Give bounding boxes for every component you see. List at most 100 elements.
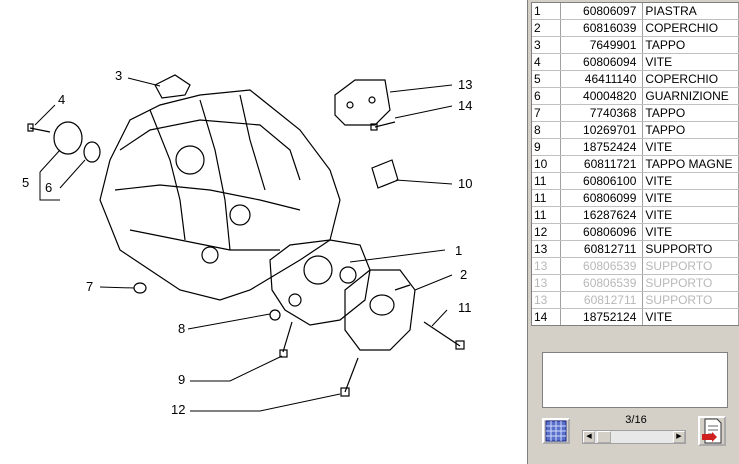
part-desc: VITE [642,223,739,241]
notes-box[interactable] [542,352,728,408]
page-slider[interactable]: ◀ ▶ [582,430,686,444]
part-desc: VITE [642,206,739,224]
callout-14: 14 [458,98,472,113]
part-desc: VITE [642,138,739,156]
part-code: 7740368 [560,104,644,122]
page-counter: 3/16 [625,414,647,426]
part-desc: VITE [642,308,739,325]
part-desc: TAPPO [642,121,739,139]
callout-10: 10 [458,176,472,191]
part-code: 60806539 [560,257,644,275]
bracket-outline [334,79,391,126]
part-desc: TAPPO [642,36,739,54]
part-desc: SUPPORTO [642,291,739,309]
callout-9: 9 [178,372,185,387]
part-code: 60811721 [560,155,644,173]
part-code: 60806100 [560,172,644,190]
part-ref: 1 [532,3,561,20]
part-ref: 11 [532,206,561,224]
part-code: 60816039 [560,19,644,37]
part-desc: TAPPO [642,104,739,122]
part-ref: 11 [532,172,561,190]
part-code: 60806094 [560,53,644,71]
part-desc: PIASTRA [642,3,739,20]
part-desc: TAPPO MAGNE [642,155,739,173]
plate-outline [269,239,371,326]
part-ref: 9 [532,138,561,156]
part-ref: 8 [532,121,561,139]
part-code: 60806096 [560,223,644,241]
gearbox-drawing: 1 2 3 4 5 6 7 8 9 10 11 12 13 14 [22,68,472,417]
part-ref: 13 [532,240,561,258]
part-ref: 7 [532,104,561,122]
callout-2: 2 [460,267,467,282]
part-desc: SUPPORTO [642,240,739,258]
callout-3: 3 [115,68,122,83]
part-ref: 10 [532,155,561,173]
part-code: 40004820 [560,87,644,105]
callout-8: 8 [178,321,185,336]
slider-left-arrow[interactable]: ◀ [583,431,595,443]
part-desc: VITE [642,172,739,190]
part-ref: 13 [532,291,561,309]
part-ref: 5 [532,70,561,88]
callout-13: 13 [458,77,472,92]
callout-11: 11 [458,300,472,315]
callout-5: 5 [22,175,29,190]
part-code: 60812711 [560,240,644,258]
part-code: 10269701 [560,121,644,139]
callout-7: 7 [86,279,93,294]
part-desc: COPERCHIO [642,70,739,88]
part-code: 60812711 [560,291,644,309]
part-desc: VITE [642,189,739,207]
part-ref: 12 [532,223,561,241]
part-desc: GUARNIZIONE [642,87,739,105]
part-ref: 4 [532,53,561,71]
part-code: 60806539 [560,274,644,292]
part-desc: VITE [642,53,739,71]
part-ref: 14 [532,308,561,325]
callout-6: 6 [45,180,52,195]
callout-4: 4 [58,92,65,107]
part-ref: 13 [532,274,561,292]
grid-view-icon [545,420,567,442]
callout-1: 1 [455,243,462,258]
part-ref: 3 [532,36,561,54]
grid-view-button[interactable] [542,418,570,444]
callout-12: 12 [171,402,185,417]
part-ref: 6 [532,87,561,105]
slider-right-arrow[interactable]: ▶ [673,431,685,443]
cover-outline [344,269,416,351]
part-code: 46411140 [560,70,644,88]
export-button[interactable] [698,416,726,446]
slider-thumb[interactable] [597,431,611,443]
document-export-icon [702,418,722,444]
exploded-parts-diagram[interactable]: 1 2 3 4 5 6 7 8 9 10 11 12 13 14 [0,0,527,464]
part-desc: COPERCHIO [642,19,739,37]
part-ref: 2 [532,19,561,37]
part-code: 18752424 [560,138,644,156]
